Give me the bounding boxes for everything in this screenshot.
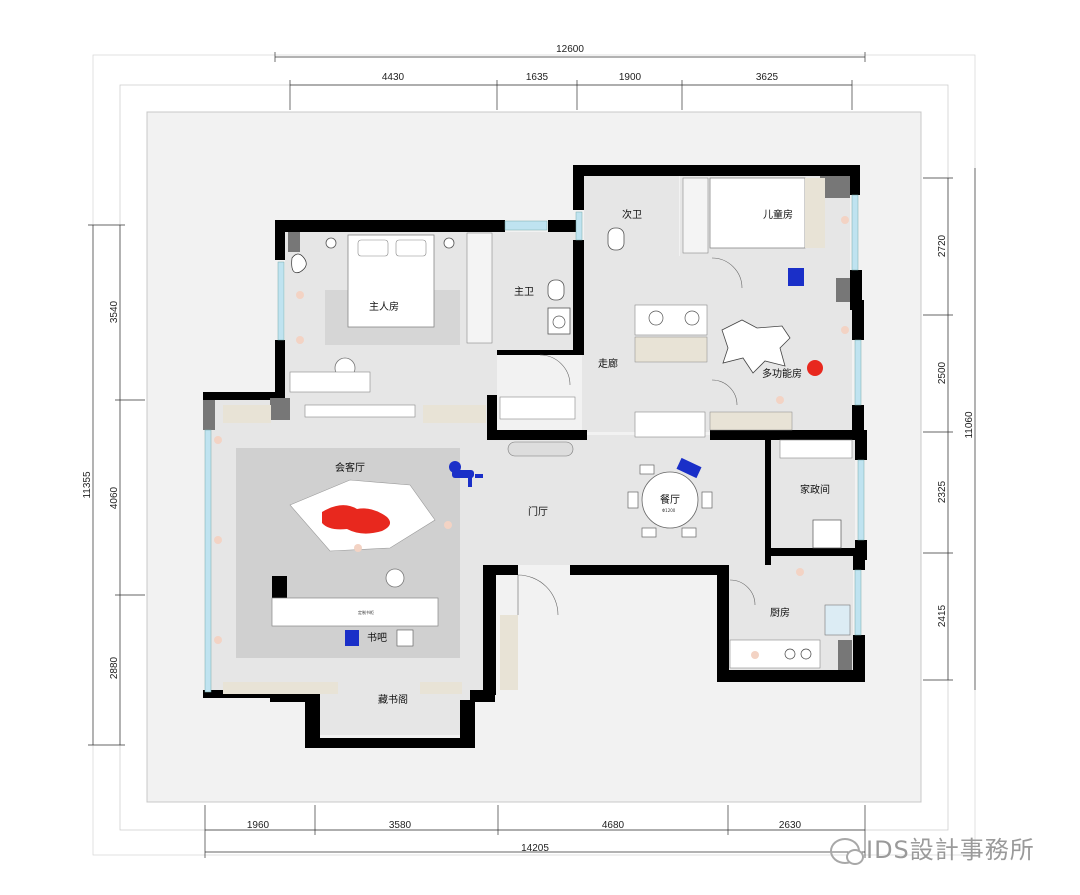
stove-2 <box>800 648 812 660</box>
room-multi: 多功能房 <box>762 367 802 380</box>
dining-chairs <box>627 464 713 538</box>
dim-bottom-total: 14205 <box>521 843 549 854</box>
dim-right-1: 2720 <box>937 234 948 257</box>
corridor-basin-2 <box>684 310 700 326</box>
wechat-icon <box>830 838 864 865</box>
dim-left-1: 3540 <box>109 300 120 323</box>
wardrobe-master <box>466 232 493 344</box>
room-corridor: 走廊 <box>598 357 618 370</box>
kids-bed <box>709 177 806 249</box>
book-bar-chair <box>345 630 359 646</box>
blue-dog-sculpture <box>449 461 483 487</box>
room-master-bath: 主卫 <box>514 286 534 298</box>
corridor-basin-1 <box>648 310 664 326</box>
library-shelf <box>223 682 338 694</box>
room-foyer: 门厅 <box>528 505 548 518</box>
tv-console <box>304 404 416 418</box>
master-sink-basin <box>552 315 566 329</box>
bar-counter-frame <box>272 576 287 598</box>
label-custom-cabinet: 定制书柜 <box>358 609 374 615</box>
windows <box>204 194 865 693</box>
room-second-bath: 次卫 <box>622 208 642 221</box>
watermark: IDS設計事務所 <box>830 830 1035 865</box>
fridge <box>824 604 851 636</box>
right-dimensions <box>923 168 976 690</box>
dim-bottom-2: 3580 <box>389 820 412 831</box>
red-sofa <box>322 505 391 534</box>
walls <box>203 165 867 748</box>
master-toilet <box>547 279 565 301</box>
plant-master <box>291 253 307 274</box>
door-swings <box>517 257 756 616</box>
book-bar-stool <box>396 629 414 647</box>
room-living: 会客厅 <box>335 461 365 474</box>
foyer-cabinet <box>499 396 576 420</box>
room-dining: 餐厅 <box>660 493 680 506</box>
entry-bench <box>634 411 706 438</box>
dim-top-3: 1900 <box>619 72 642 83</box>
washing-machine <box>812 519 842 549</box>
kids-chair <box>788 268 804 286</box>
household-cabinet <box>779 439 853 459</box>
stove-1 <box>784 648 796 660</box>
living-rug <box>236 448 460 658</box>
nightstand-lamp-1 <box>325 237 337 249</box>
red-ball <box>807 360 823 376</box>
dim-left-3: 2880 <box>109 656 120 679</box>
dim-right-3: 2325 <box>937 480 948 503</box>
pillow-1 <box>357 239 389 257</box>
living-storage-top <box>223 405 271 423</box>
dim-top-2: 1635 <box>526 72 549 83</box>
dining-table <box>641 471 699 529</box>
dining-chair-blue <box>676 457 702 479</box>
watermark-text: IDS設計事務所 <box>866 836 1035 864</box>
dim-left-total: 11355 <box>82 471 93 499</box>
light-fixtures <box>214 216 849 659</box>
shoe-cabinet <box>500 615 518 690</box>
living-storage-top-2 <box>423 405 486 423</box>
dim-bottom-3: 4680 <box>602 820 625 831</box>
dim-top-4: 3625 <box>756 72 779 83</box>
top-dimensions <box>274 52 866 110</box>
dim-right-total: 11060 <box>964 411 975 439</box>
library-shelf-2 <box>420 682 462 694</box>
dim-right-4: 2415 <box>937 604 948 627</box>
dim-top-1: 4430 <box>382 72 405 83</box>
left-dimensions <box>88 224 145 746</box>
dim-right-2: 2500 <box>937 361 948 384</box>
room-kids: 儿童房 <box>763 208 793 221</box>
hide-rug <box>721 319 791 374</box>
dim-bottom-4: 2630 <box>779 820 802 831</box>
room-kitchen: 厨房 <box>770 606 790 619</box>
kids-nightstand <box>805 178 825 248</box>
kids-wardrobe <box>682 177 709 254</box>
label-dining-size: Φ1200 <box>662 508 676 513</box>
dim-top-total: 12600 <box>556 44 584 55</box>
bottom-dimensions <box>204 805 866 858</box>
room-book-bar: 书吧 <box>367 632 387 644</box>
dim-bottom-1: 1960 <box>247 820 270 831</box>
room-master-bedroom: 主人房 <box>369 300 399 313</box>
desk-master <box>289 371 371 393</box>
foyer-console <box>507 441 574 457</box>
wall-accents <box>203 176 852 670</box>
nightstand-lamp-2 <box>443 237 455 249</box>
living-round-stool <box>385 568 405 588</box>
room-library: 藏书阁 <box>378 693 408 706</box>
pillow-2 <box>395 239 427 257</box>
corridor-storage <box>634 336 708 363</box>
multi-desk <box>709 411 793 431</box>
bar-counter <box>271 597 439 627</box>
room-household: 家政间 <box>800 483 830 496</box>
second-toilet <box>607 227 625 251</box>
dim-left-2: 4060 <box>109 486 120 509</box>
